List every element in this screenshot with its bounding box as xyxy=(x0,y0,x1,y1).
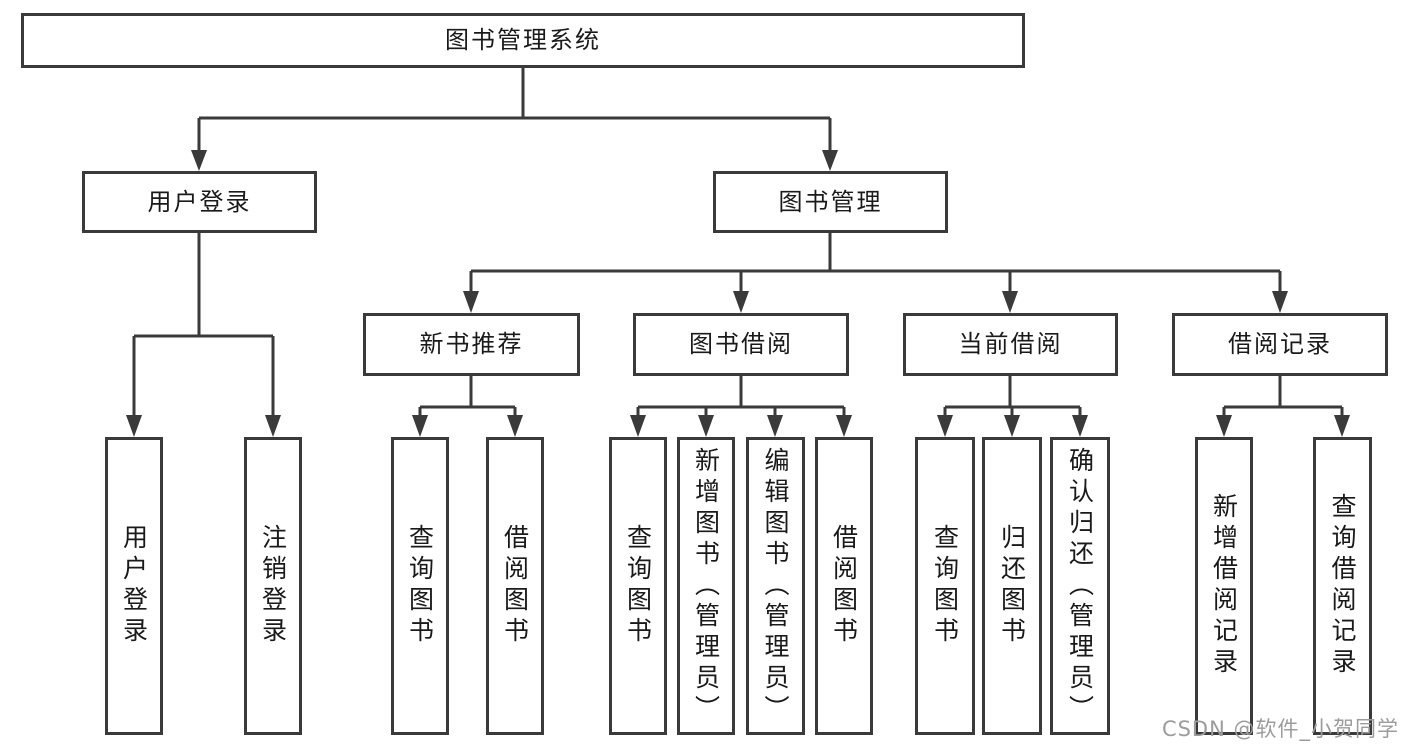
node-root-system-label: 图书管理系统 xyxy=(445,26,601,55)
leaf-user-login-label: 用户登录 xyxy=(119,524,149,648)
leaf-borrow-books-recommend: 借阅图书 xyxy=(486,437,544,735)
node-user-login-label: 用户登录 xyxy=(147,187,252,216)
leaf-return-books: 归还图书 xyxy=(982,437,1042,735)
leaf-query-borrow-record-label: 查询借阅记录 xyxy=(1328,493,1357,679)
leaf-add-borrow-record-label: 新增借阅记录 xyxy=(1209,493,1239,679)
leaf-add-books-admin-label: 新增图书（管理员） xyxy=(691,446,721,726)
leaf-return-books-label: 归还图书 xyxy=(997,524,1027,648)
leaf-logout-label: 注销登录 xyxy=(258,524,288,648)
node-book-borrowing: 图书借阅 xyxy=(633,313,849,376)
leaf-query-books-current: 查询图书 xyxy=(915,437,975,735)
leaf-query-books-borrowing: 查询图书 xyxy=(609,437,667,735)
leaf-query-borrow-record: 查询借阅记录 xyxy=(1313,437,1372,735)
node-borrowing-records: 借阅记录 xyxy=(1172,313,1388,376)
node-current-borrowing: 当前借阅 xyxy=(903,313,1118,376)
leaf-user-login: 用户登录 xyxy=(105,437,163,735)
leaf-confirm-return-admin-label: 确认归还（管理员） xyxy=(1065,446,1095,726)
node-book-borrowing-label: 图书借阅 xyxy=(689,330,793,359)
leaf-borrow-books-recommend-label: 借阅图书 xyxy=(500,524,530,648)
leaf-borrow-books-borrowing: 借阅图书 xyxy=(815,437,873,735)
leaf-edit-books-admin-label: 编辑图书（管理员） xyxy=(761,446,790,726)
leaf-query-books-current-label: 查询图书 xyxy=(930,524,960,648)
leaf-confirm-return-admin: 确认归还（管理员） xyxy=(1050,437,1110,735)
leaf-borrow-books-borrowing-label: 借阅图书 xyxy=(829,524,859,648)
leaf-edit-books-admin: 编辑图书（管理员） xyxy=(746,437,805,735)
node-user-login: 用户登录 xyxy=(82,171,317,233)
leaf-add-borrow-record: 新增借阅记录 xyxy=(1195,437,1253,735)
leaf-logout: 注销登录 xyxy=(244,437,302,735)
leaf-add-books-admin: 新增图书（管理员） xyxy=(677,437,735,735)
node-book-management-label: 图书管理 xyxy=(778,187,883,216)
node-new-book-recommendation: 新书推荐 xyxy=(363,313,580,376)
node-root-system: 图书管理系统 xyxy=(21,13,1025,68)
node-current-borrowing-label: 当前借阅 xyxy=(958,330,1063,359)
node-borrowing-records-label: 借阅记录 xyxy=(1228,330,1332,359)
leaf-query-books-recommend-label: 查询图书 xyxy=(405,524,435,648)
leaf-query-books-recommend: 查询图书 xyxy=(391,437,449,735)
leaf-query-books-borrowing-label: 查询图书 xyxy=(623,524,653,648)
node-new-book-recommendation-label: 新书推荐 xyxy=(419,330,524,359)
node-book-management: 图书管理 xyxy=(713,171,948,233)
watermark: CSDN @软件_小贺同学 xyxy=(1161,717,1399,741)
